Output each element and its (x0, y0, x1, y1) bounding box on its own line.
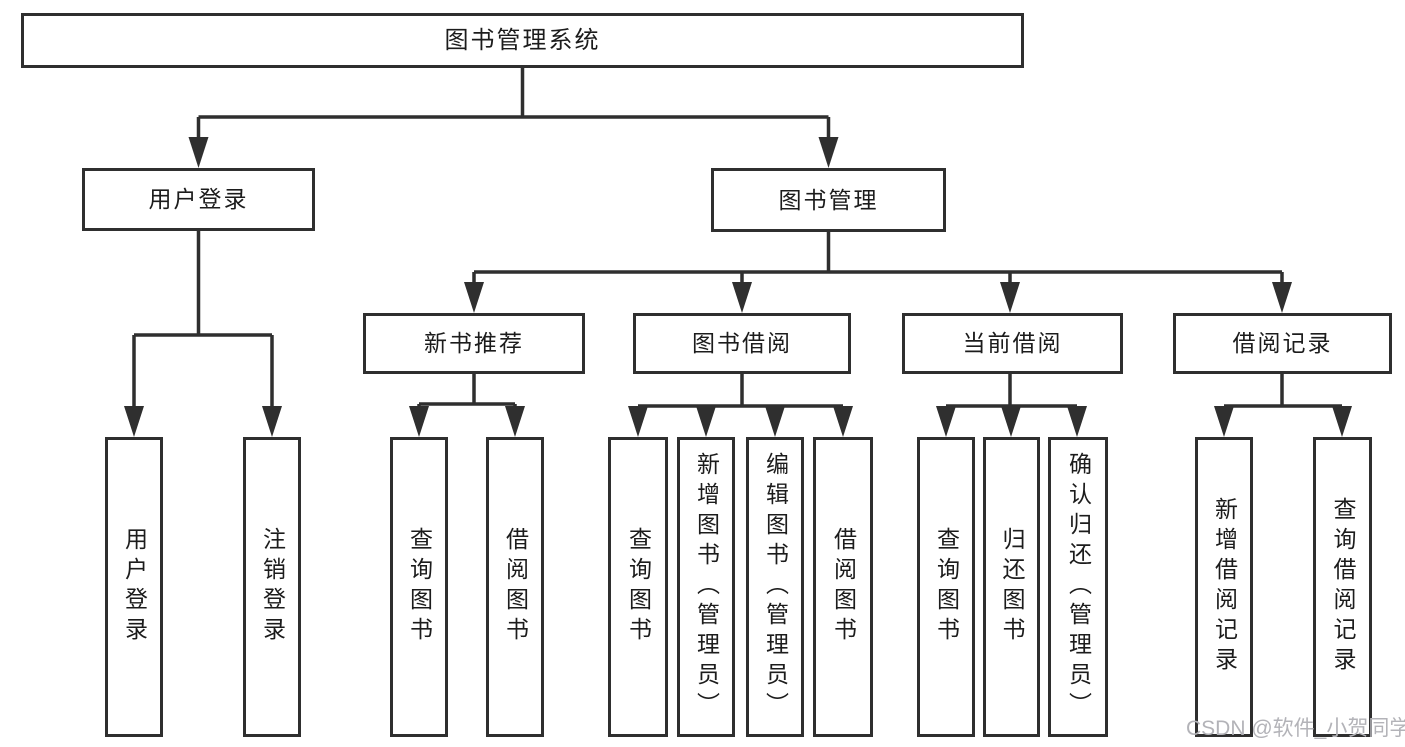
leaf-edit-books-admin: 编辑图书（管理员） (746, 437, 804, 737)
arrow-down-icon (409, 406, 429, 437)
leaf-logout: 注销登录 (243, 437, 301, 737)
arrow-down-icon (262, 406, 282, 437)
arrow-down-icon (505, 406, 525, 437)
arrow-down-icon (124, 406, 144, 437)
leaf-add-borrow-record-label: 新增借阅记录 (1211, 497, 1238, 677)
node-root-label: 图书管理系统 (444, 26, 601, 54)
leaf-borrow-books-1-label: 借阅图书 (502, 527, 529, 647)
leaf-borrow-books-2-label: 借阅图书 (830, 527, 857, 647)
connector-bookmgmt-to-level3 (472, 230, 1284, 288)
arrow-down-icon (1001, 406, 1021, 437)
node-user-login-label: 用户登录 (148, 186, 249, 212)
arrow-down-icon (1214, 406, 1234, 437)
arrow-down-icon (188, 137, 209, 168)
node-new-book-recommend: 新书推荐 (363, 313, 585, 374)
leaf-user-login-label: 用户登录 (121, 527, 148, 647)
connector-records-to-leaves (1222, 373, 1344, 412)
arrow-down-icon (1000, 282, 1020, 313)
arrow-down-icon (732, 282, 752, 313)
leaf-edit-books-admin-label: 编辑图书（管理员） (762, 452, 789, 722)
leaf-add-books-admin-label: 新增图书（管理员） (693, 452, 720, 722)
node-book-borrowing-label: 图书借阅 (692, 330, 792, 356)
arrow-down-icon (464, 282, 484, 313)
node-current-borrowing-label: 当前借阅 (962, 330, 1063, 356)
node-root: 图书管理系统 (21, 13, 1024, 68)
node-current-borrowing: 当前借阅 (902, 313, 1123, 374)
connector-newbook-to-leaves (417, 373, 517, 412)
connector-userlogin-to-leaves (132, 229, 274, 412)
leaf-query-books-2-label: 查询图书 (625, 527, 652, 647)
leaf-confirm-return-admin: 确认归还（管理员） (1048, 437, 1108, 737)
leaf-borrow-books-2: 借阅图书 (813, 437, 873, 737)
arrow-down-icon (936, 406, 956, 437)
arrow-down-icon (696, 406, 716, 437)
leaf-query-books-3-label: 查询图书 (933, 527, 960, 647)
connector-root-to-level2 (196, 66, 831, 142)
node-borrow-records-label: 借阅记录 (1232, 330, 1333, 356)
arrow-down-icon (628, 406, 648, 437)
arrow-down-icon (1067, 406, 1087, 437)
leaf-query-books-1: 查询图书 (390, 437, 448, 737)
leaf-confirm-return-admin-label: 确认归还（管理员） (1065, 452, 1092, 722)
node-book-management-label: 图书管理 (778, 186, 879, 213)
leaf-borrow-books-1: 借阅图书 (486, 437, 544, 737)
leaf-user-login: 用户登录 (105, 437, 163, 737)
arrow-down-icon (1272, 282, 1292, 313)
leaf-add-books-admin: 新增图书（管理员） (677, 437, 735, 737)
leaf-query-borrow-record: 查询借阅记录 (1313, 437, 1372, 737)
arrow-down-icon (833, 406, 853, 437)
arrowheads (124, 137, 1352, 437)
node-borrow-records: 借阅记录 (1173, 313, 1392, 374)
arrow-down-icon (818, 137, 839, 168)
leaf-return-books-label: 归还图书 (999, 527, 1025, 647)
node-book-borrowing: 图书借阅 (633, 313, 851, 374)
leaf-query-books-3: 查询图书 (917, 437, 975, 737)
node-new-book-recommend-label: 新书推荐 (424, 330, 524, 356)
csdn-watermark: CSDN @软件_小贺同学 (1186, 717, 1405, 740)
leaf-return-books: 归还图书 (983, 437, 1040, 737)
arrow-down-icon (765, 406, 785, 437)
arrow-down-icon (1332, 406, 1352, 437)
leaf-add-borrow-record: 新增借阅记录 (1195, 437, 1253, 737)
leaf-logout-label: 注销登录 (259, 527, 286, 647)
node-book-management: 图书管理 (711, 168, 946, 232)
leaf-query-borrow-record-label: 查询借阅记录 (1330, 497, 1356, 677)
leaf-query-books-1-label: 查询图书 (406, 527, 433, 647)
node-user-login: 用户登录 (82, 168, 315, 231)
connector-borrow-to-leaves (636, 373, 845, 412)
leaf-query-books-2: 查询图书 (608, 437, 668, 737)
